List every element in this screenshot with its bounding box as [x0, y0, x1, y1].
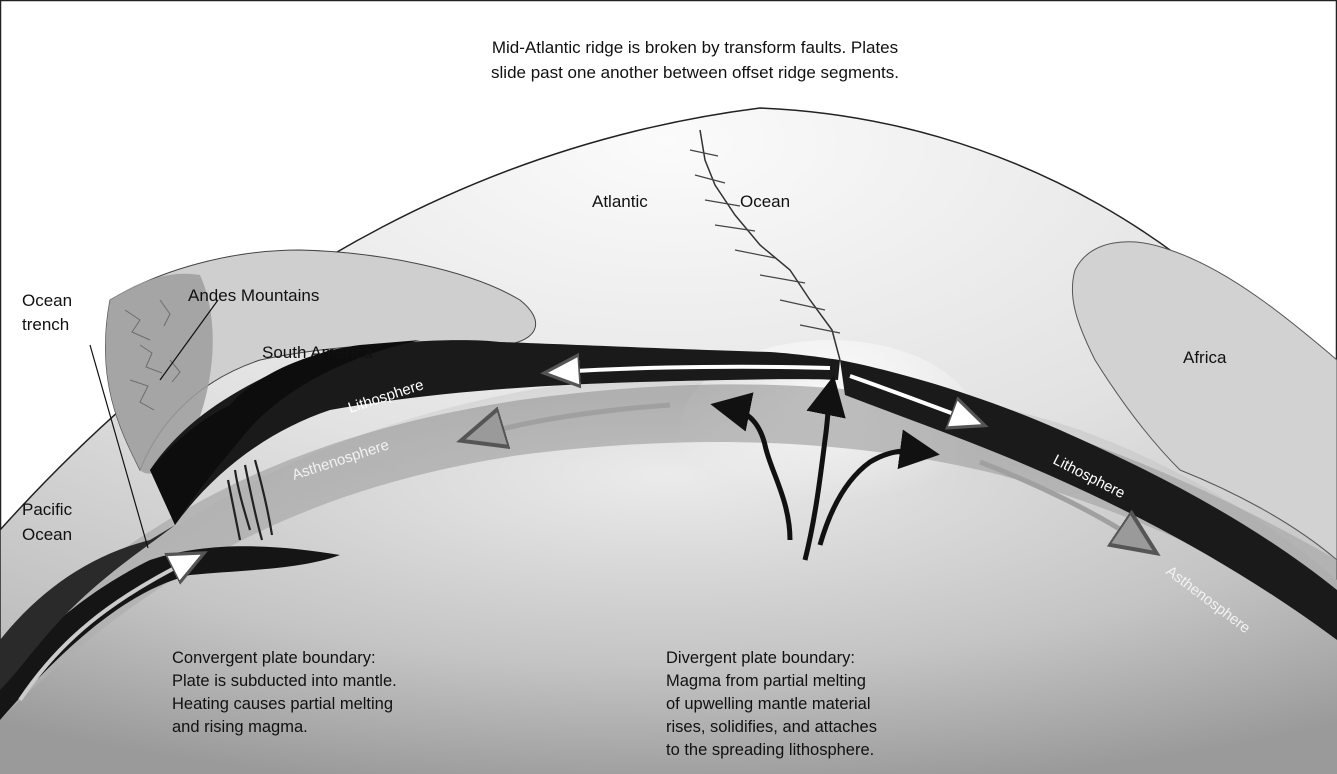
label-atlantic: Atlantic [592, 192, 648, 211]
label-andes-mountains: Andes Mountains [188, 286, 319, 305]
divergent-line-2: Magma from partial melting [666, 672, 866, 690]
divergent-line-3: of upwelling mantle material [666, 695, 871, 713]
convergent-line-1: Convergent plate boundary: [172, 649, 376, 667]
label-pacific-1: Pacific [22, 500, 73, 519]
label-south-america: South America [262, 343, 373, 362]
title-line-1: Mid-Atlantic ridge is broken by transfor… [492, 38, 898, 57]
divergent-line-1: Divergent plate boundary: [666, 649, 855, 667]
label-pacific-2: Ocean [22, 525, 72, 544]
label-ocean: Ocean [740, 192, 790, 211]
label-africa: Africa [1183, 348, 1227, 367]
convergent-line-4: and rising magma. [172, 718, 308, 736]
divergent-line-5: to the spreading lithosphere. [666, 741, 874, 759]
label-ocean-trench-2: trench [22, 315, 69, 334]
divergent-line-4: rises, solidifies, and attaches [666, 718, 877, 736]
convergent-line-3: Heating causes partial melting [172, 695, 393, 713]
convergent-line-2: Plate is subducted into mantle. [172, 672, 397, 690]
label-ocean-trench-1: Ocean [22, 291, 72, 310]
title-line-2: slide past one another between offset ri… [491, 63, 899, 82]
